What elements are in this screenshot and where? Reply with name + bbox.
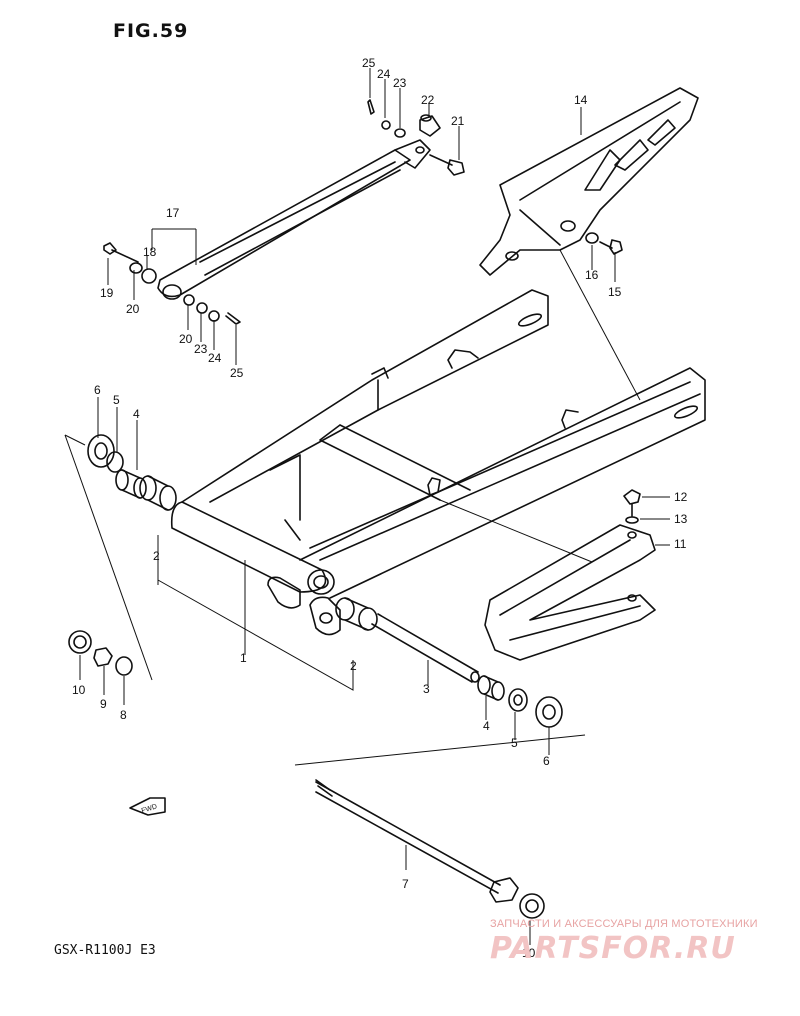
model-code: GSX-R1100J E3 <box>54 943 156 958</box>
callout-24-top: 24 <box>377 67 391 81</box>
bearing-2-right <box>335 597 378 631</box>
chain-buffer <box>484 524 656 661</box>
callout-3: 3 <box>423 682 430 696</box>
callout-15: 15 <box>608 285 622 299</box>
spacer-22 <box>419 114 441 137</box>
washer-23-top <box>394 128 406 138</box>
bushing-18 <box>141 268 157 284</box>
callout-10-left: 10 <box>72 683 86 697</box>
callout-25-right: 25 <box>230 366 244 380</box>
fwd-arrow-icon <box>129 797 166 816</box>
watermark-tagline: ЗАПЧАСТИ И АКСЕССУАРЫ ДЛЯ МОТОТЕХНИКИ <box>490 918 758 930</box>
bolt-12 <box>623 489 641 517</box>
cotter-pin-25-top <box>367 99 375 115</box>
callout-2-right: 2 <box>350 659 357 673</box>
callout-11: 11 <box>674 537 687 551</box>
washer-5-right <box>508 688 528 712</box>
callout-23-top: 23 <box>393 76 407 90</box>
callout-20-right: 20 <box>179 332 193 346</box>
callout-25-top: 25 <box>362 56 376 70</box>
watermark-logo: PARTSFOR.RU <box>490 931 736 966</box>
nut-10-left <box>68 630 92 654</box>
pivot-shaft-7 <box>315 779 519 903</box>
callout-18: 18 <box>143 245 157 259</box>
callout-21: 21 <box>451 114 465 128</box>
spacer-3 <box>371 613 480 683</box>
chain-guard <box>479 87 699 276</box>
washer-8 <box>115 656 133 676</box>
callout-9: 9 <box>100 697 107 711</box>
callout-2-left: 2 <box>153 549 160 563</box>
washer-5-left <box>106 451 124 473</box>
washer-20-left <box>129 262 143 274</box>
washer-20-right <box>183 294 195 306</box>
callout-4-right: 4 <box>483 719 490 733</box>
callout-7: 7 <box>402 877 409 891</box>
cotter-pin-25-right <box>225 312 241 325</box>
callout-16: 16 <box>585 268 599 282</box>
callout-6-left: 6 <box>94 383 101 397</box>
callout-24-right: 24 <box>208 351 222 365</box>
swingarm <box>170 289 706 636</box>
nut-10-bottom <box>519 893 545 919</box>
dust-seal-6-right <box>535 696 563 728</box>
bearing-2-left <box>139 475 177 511</box>
callout-4-left: 4 <box>133 407 140 421</box>
callout-6-right: 6 <box>543 754 550 768</box>
dust-seal-6-left <box>87 434 115 468</box>
nut-9 <box>93 647 113 667</box>
callout-19: 19 <box>100 286 114 300</box>
nut-24-right <box>208 310 220 322</box>
callout-17: 17 <box>166 206 180 220</box>
washer-16 <box>585 232 599 244</box>
callout-12: 12 <box>674 490 688 504</box>
bolt-19 <box>103 242 139 263</box>
callout-10-bottom: 10 <box>522 946 536 960</box>
bearing-4-right <box>477 675 505 701</box>
bearing-4-left <box>115 469 147 499</box>
nut-24-top <box>381 120 391 130</box>
callout-8: 8 <box>120 708 127 722</box>
callout-22: 22 <box>421 93 435 107</box>
callout-14: 14 <box>574 93 588 107</box>
callout-1: 1 <box>240 651 247 665</box>
callout-5-right: 5 <box>511 736 518 750</box>
watermark: ЗАПЧАСТИ И АКСЕССУАРЫ ДЛЯ МОТОТЕХНИКИ PA… <box>490 918 790 966</box>
washer-23-right <box>196 302 208 314</box>
callout-23-right: 23 <box>194 342 208 356</box>
callout-20-left: 20 <box>126 302 140 316</box>
bolt-21 <box>429 154 465 176</box>
fwd-label: FWD <box>141 803 158 815</box>
callout-13: 13 <box>674 512 688 526</box>
callout-5-left: 5 <box>113 393 120 407</box>
bolt-15 <box>599 239 623 255</box>
torque-link <box>157 139 431 300</box>
washer-13 <box>625 516 639 524</box>
figure-title: FIG.59 <box>113 20 189 42</box>
